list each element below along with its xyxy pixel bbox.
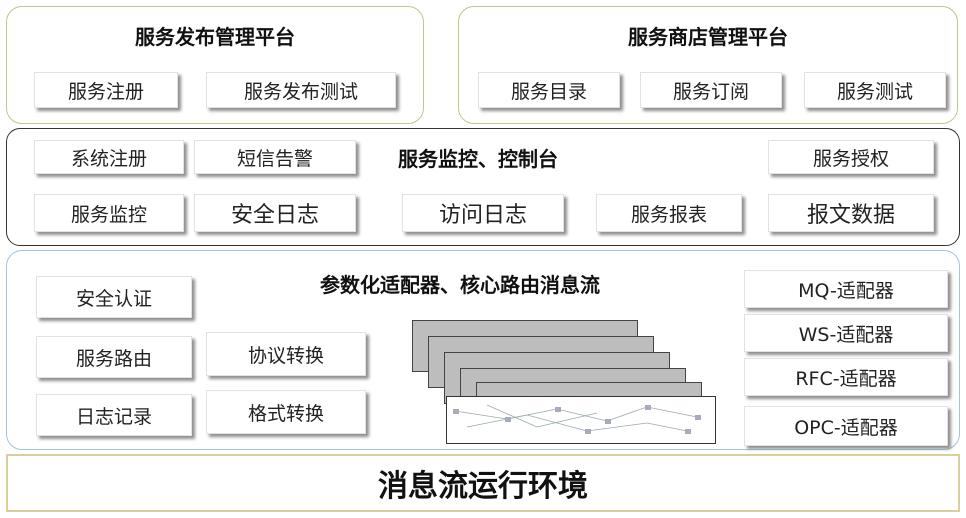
service-catalog-button[interactable]: 服务目录 <box>478 72 620 108</box>
mq-adapter-button[interactable]: MQ-适配器 <box>744 270 948 308</box>
service-subscribe-button[interactable]: 服务订阅 <box>640 72 782 108</box>
message-data-button[interactable]: 报文数据 <box>768 194 934 232</box>
security-auth-button[interactable]: 安全认证 <box>36 276 192 318</box>
service-report-button[interactable]: 服务报表 <box>596 194 742 232</box>
publish-platform-title: 服务发布管理平台 <box>135 25 295 49</box>
runtime-title: 消息流运行环境 <box>378 469 588 504</box>
service-monitor-button[interactable]: 服务监控 <box>34 194 184 232</box>
monitor-console-title: 服务监控、控制台 <box>398 147 558 171</box>
service-authorization-button[interactable]: 服务授权 <box>768 140 934 174</box>
service-publish-test-button[interactable]: 服务发布测试 <box>206 72 396 108</box>
store-platform-title: 服务商店管理平台 <box>628 25 788 49</box>
log-record-button[interactable]: 日志记录 <box>36 394 192 436</box>
message-flow-thumbnail <box>453 404 701 434</box>
opc-adapter-button[interactable]: OPC-适配器 <box>744 406 948 446</box>
access-log-button[interactable]: 访问日志 <box>402 194 564 232</box>
rfc-adapter-button[interactable]: RFC-适配器 <box>744 358 948 396</box>
service-test-button[interactable]: 服务测试 <box>804 72 946 108</box>
service-routing-button[interactable]: 服务路由 <box>36 336 192 378</box>
system-register-button[interactable]: 系统注册 <box>34 140 184 174</box>
ws-adapter-button[interactable]: WS-适配器 <box>744 314 948 352</box>
service-register-button[interactable]: 服务注册 <box>34 72 178 108</box>
format-convert-button[interactable]: 格式转换 <box>206 390 366 434</box>
sms-alert-button[interactable]: 短信告警 <box>194 140 356 174</box>
adapter-layer-title: 参数化适配器、核心路由消息流 <box>320 273 600 297</box>
security-log-button[interactable]: 安全日志 <box>194 194 356 232</box>
runtime-environment-bar: 消息流运行环境 <box>6 454 960 512</box>
protocol-convert-button[interactable]: 协议转换 <box>206 332 366 376</box>
message-flow-diagram <box>446 396 716 444</box>
